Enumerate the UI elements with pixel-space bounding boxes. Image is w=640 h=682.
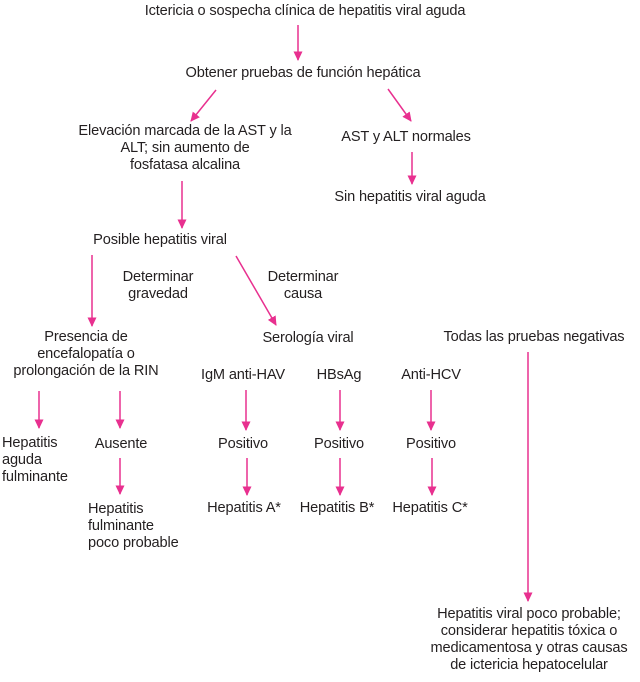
label-determine-severity-line1: Determinar bbox=[122, 269, 194, 285]
node-ast-alt-elevated: Elevación marcada de la AST y la ALT; si… bbox=[78, 123, 291, 174]
node-encephalopathy-line3: prolongación de la RIN bbox=[13, 363, 159, 379]
node-viral-hepatitis-unlikely: Hepatitis viral poco probable; considera… bbox=[431, 606, 628, 674]
node-absent: Ausente bbox=[94, 436, 148, 452]
node-ast-alt-elevated-line3: fosfatasa alcalina bbox=[129, 157, 241, 173]
arrow-possible-to-serology bbox=[235, 255, 277, 326]
label-determine-cause-line2: causa bbox=[283, 286, 323, 302]
node-encephalopathy-line1: Presencia de bbox=[44, 329, 128, 345]
node-ast-alt-elevated-line2: ALT; sin aumento de bbox=[120, 140, 250, 156]
node-viral-serology: Serología viral bbox=[262, 330, 354, 346]
node-hepatitis-c: Hepatitis C* bbox=[392, 500, 468, 516]
node-fulminant-unlikely-line2: fulminante bbox=[88, 518, 154, 534]
node-fulminant-unlikely-line1: Hepatitis bbox=[88, 501, 144, 517]
node-fulminant-acute-hepatitis-line2: aguda bbox=[2, 452, 42, 468]
node-anti-hcv: Anti-HCV bbox=[401, 367, 461, 383]
node-ast-alt-normal: AST y ALT normales bbox=[341, 129, 471, 145]
node-fulminant-unlikely: Hepatitis fulminante poco probable bbox=[88, 501, 179, 552]
node-fulminant-acute-hepatitis: Hepatitis aguda fulminante bbox=[2, 435, 68, 486]
node-fulminant-acute-hepatitis-line1: Hepatitis bbox=[2, 435, 58, 451]
node-start: Ictericia o sospecha clínica de hepatiti… bbox=[144, 3, 466, 19]
node-no-acute-hepatitis: Sin hepatitis viral aguda bbox=[334, 189, 486, 205]
node-fulminant-acute-hepatitis-line3: fulminante bbox=[2, 469, 68, 485]
node-positive-hbv: Positivo bbox=[314, 436, 364, 452]
node-positive-hcv: Positivo bbox=[406, 436, 456, 452]
node-viral-hepatitis-unlikely-line2: considerar hepatitis tóxica o bbox=[440, 623, 618, 639]
node-hepatitis-a: Hepatitis A* bbox=[207, 500, 281, 516]
label-determine-cause-line1: Determinar bbox=[267, 269, 339, 285]
node-obtain-tests: Obtener pruebas de función hepática bbox=[185, 65, 421, 81]
node-viral-hepatitis-unlikely-line1: Hepatitis viral poco probable; bbox=[437, 606, 621, 622]
node-igm-anti-hav: IgM anti-HAV bbox=[201, 367, 285, 383]
node-hbsag: HBsAg bbox=[316, 367, 362, 383]
node-ast-alt-elevated-line1: Elevación marcada de la AST y la bbox=[78, 123, 292, 139]
node-encephalopathy: Presencia de encefalopatía o prolongació… bbox=[13, 329, 158, 380]
node-possible-viral-hepatitis: Posible hepatitis viral bbox=[93, 232, 227, 248]
node-all-tests-negative: Todas las pruebas negativas bbox=[443, 329, 625, 345]
node-encephalopathy-line2: encefalopatía o bbox=[37, 346, 135, 362]
label-determine-cause: Determinar causa bbox=[268, 269, 339, 303]
label-determine-severity: Determinar gravedad bbox=[123, 269, 194, 303]
node-viral-hepatitis-unlikely-line4: de ictericia hepatocelular bbox=[450, 657, 608, 673]
label-determine-severity-line2: gravedad bbox=[128, 286, 188, 302]
node-positive-hav: Positivo bbox=[218, 436, 268, 452]
node-viral-hepatitis-unlikely-line3: medicamentosa y otras causas bbox=[430, 640, 628, 656]
arrow-tests-to-normal bbox=[387, 88, 412, 122]
node-hepatitis-b: Hepatitis B* bbox=[299, 500, 375, 516]
node-fulminant-unlikely-line3: poco probable bbox=[88, 535, 179, 551]
arrow-tests-to-elevated bbox=[190, 89, 217, 122]
